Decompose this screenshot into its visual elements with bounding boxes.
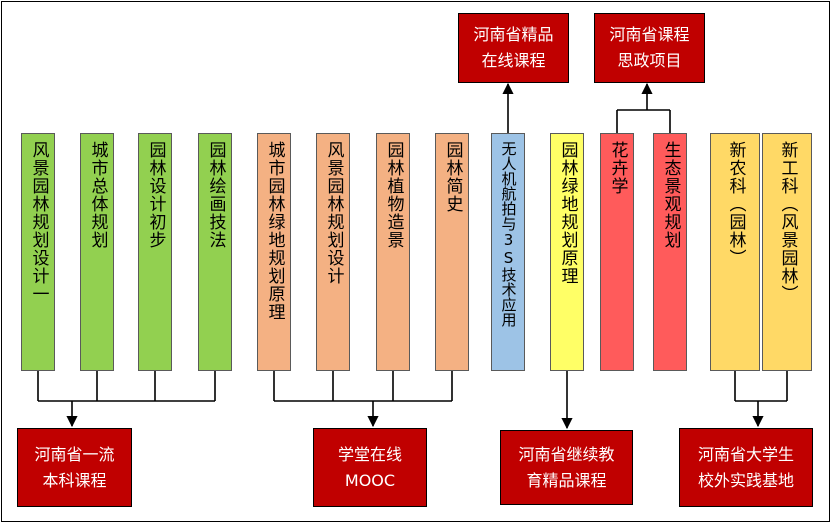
course-label: 园林绿地规划原理: [557, 141, 578, 285]
course-label: 园林设计初步: [145, 141, 166, 249]
course-label: 花卉学: [607, 141, 628, 195]
connector-gold-pair: [734, 371, 788, 402]
award-continuing-education: 河南省继续教育精品课程: [500, 430, 633, 505]
course-label: 无人机航拍与3S技术应用: [499, 141, 518, 327]
course-box: 园林绿地规划原理: [550, 133, 584, 371]
course-label: 新农科（园林）: [725, 141, 746, 267]
award-line-1: 河南省一流: [34, 444, 115, 464]
connector-red-pair: [616, 109, 671, 133]
course-box: 新农科（园林）: [710, 133, 760, 371]
course-label: 生态景观规划: [660, 141, 681, 249]
course-box: 风景园林规划设计一: [21, 133, 55, 371]
course-box: 风景园林规划设计: [316, 133, 350, 371]
award-practice-base: 河南省大学生校外实践基地: [679, 428, 813, 507]
course-box: 园林简史: [435, 133, 469, 371]
award-ideological-project: 河南省课程思政项目: [594, 13, 705, 83]
course-label: 园林绘画技法: [205, 141, 226, 249]
course-box: 无人机航拍与3S技术应用: [491, 133, 525, 371]
course-label: 风景园林规划设计: [323, 141, 344, 285]
course-label: 园林简史: [442, 141, 463, 213]
award-line-2: 在线课程: [481, 51, 546, 70]
award-mooc: 学堂在线 MOOC: [313, 428, 427, 507]
award-line-1: 河南省继续教: [518, 444, 615, 464]
course-label: 新工科（风景园林）: [777, 141, 798, 303]
course-box: 花卉学: [600, 133, 634, 371]
course-box: 园林植物造景: [376, 133, 410, 371]
award-line-1: 河南省大学生: [697, 444, 794, 464]
connector-group-2: [273, 371, 453, 402]
course-box: 城市总体规划: [80, 133, 114, 371]
award-line-1: 河南省课程: [609, 25, 690, 44]
award-line-2: 育精品课程: [526, 470, 607, 490]
course-box: 生态景观规划: [653, 133, 687, 371]
course-box: 新工科（风景园林）: [762, 133, 812, 371]
award-line-1: 学堂在线: [337, 444, 402, 464]
award-line-2: 本科课程: [42, 470, 107, 490]
course-label: 城市总体规划: [87, 141, 108, 249]
award-provincial-online-course: 河南省精品在线课程: [458, 13, 569, 83]
course-box: 园林绘画技法: [198, 133, 232, 371]
course-label: 园林植物造景: [383, 141, 404, 249]
course-label: 风景园林规划设计一: [28, 141, 49, 303]
course-box: 城市园林绿地规划原理: [257, 133, 291, 371]
course-box: 园林设计初步: [138, 133, 172, 371]
course-label: 城市园林绿地规划原理: [264, 141, 285, 321]
award-line-1: 河南省精品: [473, 25, 554, 44]
award-line-2: 思政项目: [617, 51, 682, 70]
award-first-class-course: 河南省一流本科课程: [17, 428, 132, 507]
connector-group-1: [37, 371, 216, 402]
award-line-2: 校外实践基地: [697, 470, 794, 490]
award-line-2: MOOC: [344, 470, 396, 490]
